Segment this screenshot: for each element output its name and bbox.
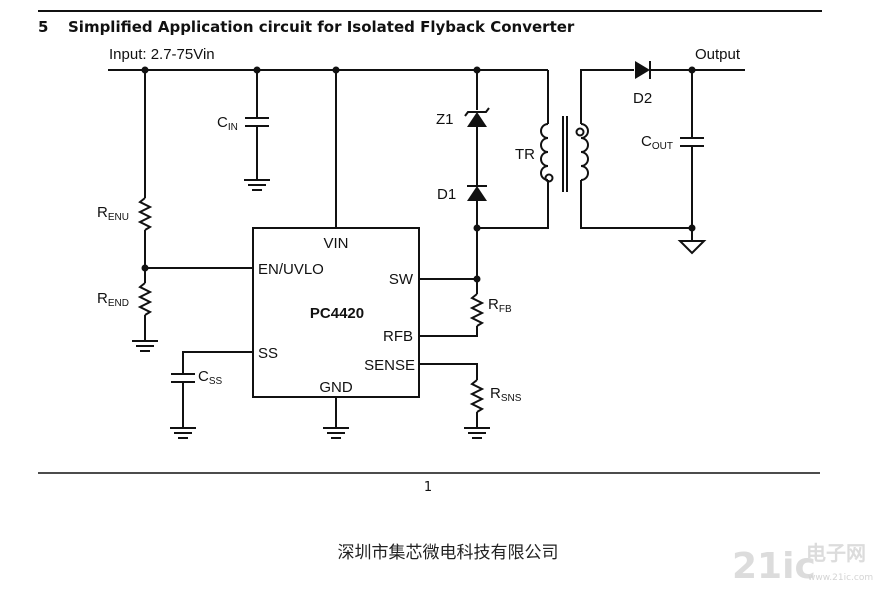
cin-label: CIN (217, 114, 238, 133)
input-label: Input: 2.7-75Vin (109, 46, 215, 63)
d2-label: D2 (633, 90, 652, 107)
svg-text:www.21ic.com: www.21ic.com (808, 573, 873, 583)
ic-name: PC4420 (310, 305, 364, 322)
css-capacitor: CSS (171, 351, 253, 428)
pin-vin: VIN (323, 235, 348, 252)
rfb-label: RFB (488, 296, 512, 315)
ground-icon (244, 179, 270, 191)
rsns-label: RSNS (490, 385, 522, 404)
page-number: 1 (424, 480, 432, 495)
rend-resistor: REND (97, 268, 153, 340)
pin-rfb: RFB (383, 328, 413, 345)
rend-label: REND (97, 290, 129, 309)
svg-text:电子网: 电子网 (806, 541, 866, 565)
cout-label: COUT (641, 133, 673, 152)
ground-icon (132, 340, 158, 352)
rsns-resistor: RSNS (419, 363, 522, 428)
section-number: 5 (38, 18, 48, 36)
output-label: Output (695, 46, 741, 63)
pin-gnd: GND (319, 379, 353, 396)
ground-icon (464, 427, 490, 439)
d1-diode-icon: D1 (437, 185, 487, 203)
rfb-resistor: RFB (419, 279, 512, 337)
pin-sw: SW (389, 271, 414, 288)
ground-icon (323, 427, 349, 439)
css-label: CSS (198, 368, 223, 387)
transformer-icon: TR (515, 116, 589, 192)
site-watermark-logo: 21ic 电子网 www.21ic.com (732, 541, 873, 587)
secondary-return-wire (580, 180, 692, 229)
pin-en-uvlo: EN/UVLO (258, 261, 324, 278)
section-title: Simplified Application circuit for Isola… (68, 18, 575, 36)
z1-label: Z1 (436, 111, 454, 128)
pin-sense: SENSE (364, 357, 415, 374)
svg-text:21ic: 21ic (732, 546, 816, 587)
isolated-ground-icon (677, 240, 707, 255)
company-name: 深圳市集芯微电科技有限公司 (338, 543, 559, 563)
pin-ss: SS (258, 345, 278, 362)
renu-resistor: RENU (97, 70, 153, 268)
renu-label: RENU (97, 204, 129, 223)
d2-diode-icon: D2 (633, 61, 652, 107)
z1-zener-icon: Z1 (436, 107, 490, 128)
ground-icon (170, 427, 196, 439)
primary-return-wire (477, 180, 549, 229)
cout-capacitor: COUT (641, 70, 704, 228)
schematic: Input: 2.7-75Vin RENU REND (97, 46, 745, 439)
d1-label: D1 (437, 186, 456, 203)
cin-capacitor: CIN (217, 70, 269, 180)
tr-label: TR (515, 146, 535, 163)
